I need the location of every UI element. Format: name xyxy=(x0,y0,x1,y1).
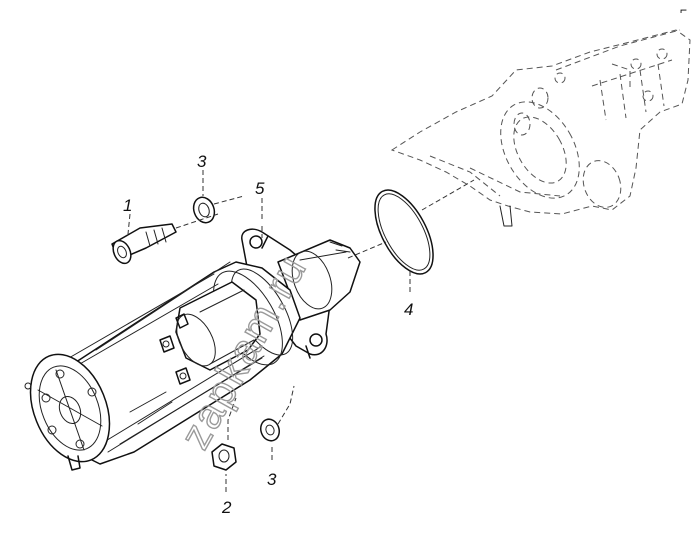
callout-3-washer-upper: 3 xyxy=(197,152,207,171)
solenoid-terminals xyxy=(159,313,191,385)
callout-1-bolt: 1 xyxy=(123,196,132,215)
corner-mark: ⌐ xyxy=(680,3,687,17)
callout-4-o-ring: 4 xyxy=(404,300,413,319)
starter-motor xyxy=(24,228,361,471)
washer-lower xyxy=(259,418,281,442)
callout-3-washer-lower: 3 xyxy=(267,470,277,489)
washer-upper xyxy=(192,196,216,224)
callout-2-nut: 2 xyxy=(221,498,232,517)
bolt xyxy=(111,223,177,265)
nut xyxy=(211,443,237,471)
engine-housing: ⌐ xyxy=(390,3,691,227)
assembly-lines xyxy=(127,170,475,492)
o-ring xyxy=(374,189,434,275)
housing-bolt-holes xyxy=(554,48,668,102)
callout-5-starter: 5 xyxy=(255,179,265,198)
